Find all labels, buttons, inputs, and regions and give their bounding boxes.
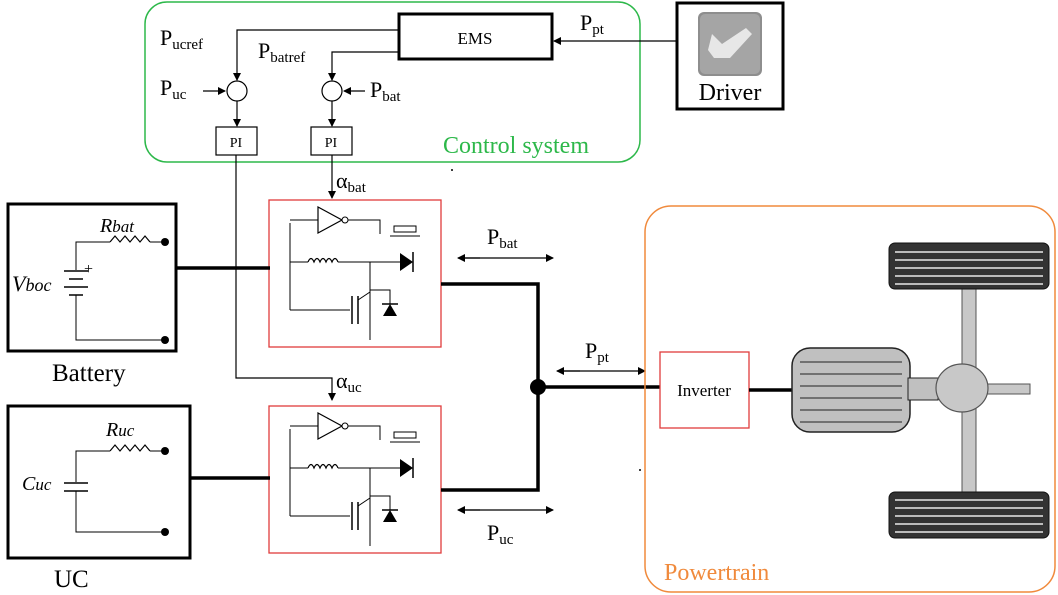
uc-box <box>6 404 192 560</box>
ems-block <box>397 12 554 61</box>
battery-terminal-neg <box>161 336 169 344</box>
ems-label: EMS <box>458 29 493 48</box>
dc-bus-line <box>441 282 540 492</box>
control-system-title: Control system <box>443 133 589 159</box>
inverter-label: Inverter <box>677 381 731 400</box>
pucref-label: Pucref <box>160 25 203 53</box>
control-system-box <box>144 1 641 163</box>
battery-label: Battery <box>52 360 126 387</box>
uc-pi-label: PI <box>230 136 243 151</box>
powertrain-title: Powertrain <box>664 560 769 586</box>
uc-label: UC <box>54 566 89 593</box>
pbatref-line <box>328 51 399 81</box>
rbat-label: Rbat <box>99 215 135 237</box>
battery-box <box>6 202 178 353</box>
uc-pi-controller <box>215 126 258 156</box>
inverter-block <box>659 351 750 429</box>
battery-plus-sign: + <box>84 261 93 278</box>
vboc-label: Vboc <box>12 271 51 296</box>
driver-label: Driver <box>699 80 762 106</box>
uc-terminal-neg <box>161 528 169 536</box>
vehicle-drivetrain-graphic <box>791 242 1050 539</box>
pbat-flow-label: Pbat <box>487 224 518 252</box>
cuc-label: Cuc <box>22 473 52 495</box>
alpha-bat-label: αbat <box>336 168 367 196</box>
pbatref-label: Pbatref <box>258 38 305 66</box>
puc-flow-label: Puc <box>487 520 514 548</box>
uc-resistor <box>109 444 151 452</box>
uc-dcdc-converter <box>268 405 442 554</box>
pbat-input-label: Pbat <box>370 77 401 105</box>
uc-summing-junction <box>226 80 248 102</box>
uc-terminal-pos <box>161 447 169 455</box>
ppt-flow-label: Ppt <box>585 338 610 366</box>
ppt-ems-label: Ppt <box>580 10 605 38</box>
bat-summing-junction <box>321 80 343 102</box>
dc-bus-node <box>530 379 546 395</box>
ruc-label: Ruc <box>105 419 135 441</box>
battery-resistor <box>109 235 151 243</box>
powertrain-box <box>644 205 1056 593</box>
battery-dcdc-converter <box>268 199 442 348</box>
alpha-uc-label: αuc <box>336 368 362 396</box>
bat-pi-label: PI <box>325 136 338 151</box>
battery-terminal-pos <box>161 238 169 246</box>
puc-input-label: Puc <box>160 75 187 103</box>
pucref-line <box>233 29 399 81</box>
